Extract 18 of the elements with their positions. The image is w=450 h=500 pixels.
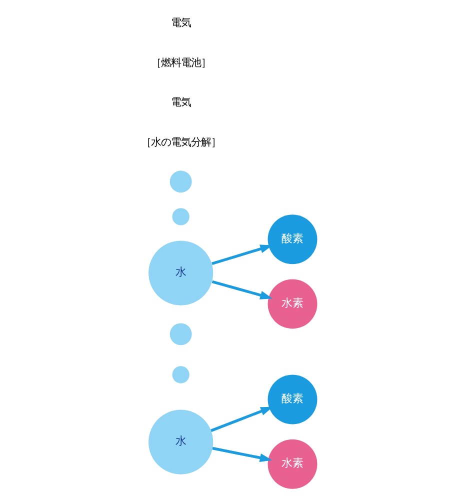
arrow	[211, 244, 272, 266]
node-circle: 酸素	[267, 214, 317, 264]
node-circle: 酸素	[267, 374, 317, 424]
node-circle: 水素	[267, 279, 317, 329]
node-circle	[169, 323, 192, 346]
node-circle	[172, 366, 189, 384]
node-circle: 水	[148, 410, 213, 474]
arrow	[212, 446, 272, 462]
node-circle: 水	[148, 240, 213, 306]
node-circle	[172, 208, 189, 226]
label: ［水の電気分解］	[140, 136, 220, 149]
node-circle	[169, 170, 192, 193]
arrow	[210, 406, 273, 432]
label: ［燃料電池］	[150, 56, 210, 69]
arrow	[211, 280, 272, 300]
label: 電気	[170, 96, 190, 109]
node-circle: 水素	[267, 439, 317, 489]
label: 電気	[170, 16, 190, 29]
